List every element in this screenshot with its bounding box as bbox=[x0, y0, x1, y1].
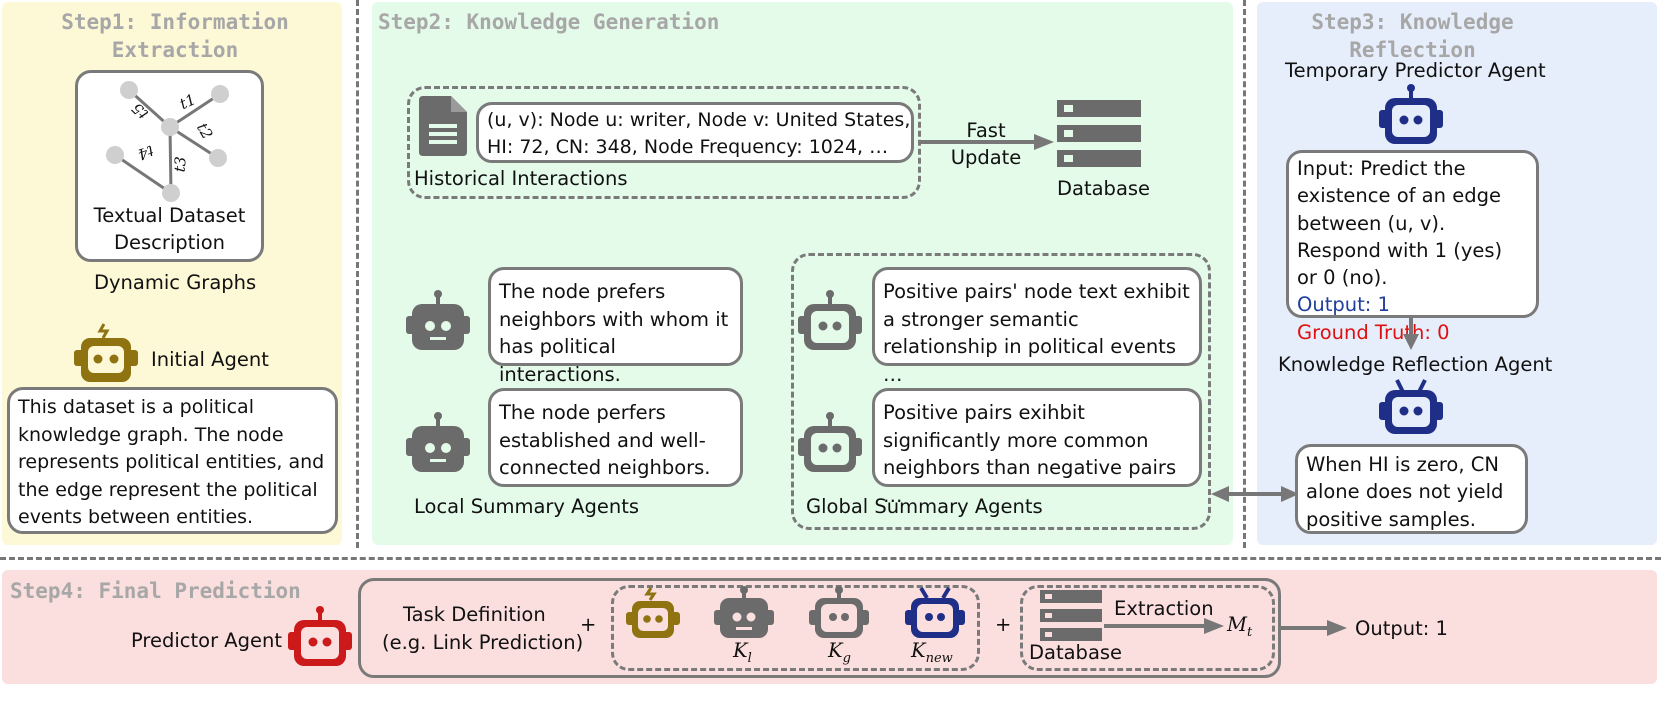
extraction-arrow bbox=[1104, 618, 1224, 634]
plus-sign-1: + bbox=[580, 613, 597, 636]
predictor-agent-robot-icon bbox=[288, 606, 352, 666]
knowledge-reflection-agent-label: Knowledge Reflection Agent bbox=[1278, 353, 1553, 376]
dataset-description-box: This dataset is a political knowledge gr… bbox=[7, 387, 338, 534]
k-local-label: Kl bbox=[733, 638, 752, 672]
separator-2-3 bbox=[1243, 0, 1246, 548]
k-local-symbol: K bbox=[733, 639, 748, 662]
extraction-label: Extraction bbox=[1114, 597, 1214, 620]
global-agent-robot-icon-1 bbox=[798, 290, 862, 350]
edge-label-t4: t4 bbox=[135, 141, 156, 163]
task-definition-line-2: (e.g. Link Prediction) bbox=[382, 631, 584, 654]
final-database-label: Database bbox=[1029, 641, 1123, 664]
database-label: Database bbox=[1057, 177, 1151, 200]
local-agent-robot-icon-1 bbox=[406, 290, 470, 350]
graph-caption: Textual Dataset Description bbox=[93, 204, 246, 254]
local-summary-box-2: The node perfers established and well-co… bbox=[488, 388, 743, 487]
step1-title: Step1: Information Extraction bbox=[61, 10, 289, 62]
initial-agent-label: Initial Agent bbox=[151, 348, 269, 371]
prediction-input-text: Input: Predict the existence of an edge … bbox=[1297, 157, 1503, 290]
database-extraction-group bbox=[1020, 585, 1275, 671]
k-new-label: Knew bbox=[911, 638, 953, 672]
edge-label-t1: t1 bbox=[177, 90, 199, 113]
m-t-label: Mt bbox=[1227, 612, 1252, 646]
historical-interactions-group bbox=[407, 86, 921, 199]
knowledge-global-robot-icon bbox=[809, 586, 869, 638]
bidirectional-arrow bbox=[1211, 486, 1299, 502]
final-database-icon bbox=[1040, 590, 1102, 641]
down-arrow bbox=[1403, 318, 1419, 350]
knowledge-group bbox=[611, 585, 980, 671]
output-arrow bbox=[1281, 620, 1347, 636]
prediction-output-text: Output: 1 bbox=[1297, 293, 1390, 317]
knowledge-local-robot-icon bbox=[714, 586, 774, 638]
global-summary-group bbox=[791, 253, 1211, 530]
knowledge-initial-robot-icon bbox=[626, 587, 680, 638]
dynamic-graphs-label: Dynamic Graphs bbox=[94, 271, 257, 294]
reflection-agent-robot-icon bbox=[1379, 379, 1443, 434]
temporary-predictor-robot-icon bbox=[1379, 84, 1443, 144]
final-prediction-input-box bbox=[358, 578, 1281, 678]
local-summary-agents-label: Local Summary Agents bbox=[414, 495, 640, 518]
global-summary-box-2: Positive pairs exihbit significantly mor… bbox=[872, 388, 1202, 507]
global-agent-robot-icon-2 bbox=[798, 412, 862, 472]
step4-title: Step4: Final Prediction bbox=[10, 579, 301, 603]
fast-update-label: Fast Update bbox=[950, 119, 1022, 169]
global-summary-agents-label: Global Summary Agents bbox=[806, 495, 1043, 518]
k-global-subscript: g bbox=[842, 650, 851, 666]
m-t-subscript: t bbox=[1246, 624, 1253, 640]
k-new-subscript: new bbox=[925, 650, 953, 666]
predictor-agent-label: Predictor Agent bbox=[131, 629, 283, 652]
document-icon bbox=[419, 96, 467, 156]
edge-label-t5: t5 bbox=[128, 99, 152, 123]
initial-agent-robot-icon bbox=[74, 323, 138, 382]
database-icon bbox=[1057, 100, 1141, 167]
reflection-output-box: When HI is zero, CN alone does not yield… bbox=[1295, 444, 1528, 534]
k-global-label: Kg bbox=[828, 638, 851, 672]
local-agent-robot-icon-2 bbox=[406, 412, 470, 472]
fast-update-arrow bbox=[920, 134, 1054, 150]
edge-label-t3: t3 bbox=[171, 156, 190, 173]
interaction-record-line-1: (u, v): Node u: writer, Node v: United S… bbox=[487, 109, 911, 131]
separator-top-bottom bbox=[0, 557, 1661, 560]
global-summary-box-1: Positive pairs' node text exhibit a stro… bbox=[872, 267, 1202, 386]
interaction-record-box: (u, v): Node u: writer, Node v: United S… bbox=[476, 102, 914, 163]
final-output-label: Output: 1 bbox=[1355, 617, 1448, 640]
separator-1-2 bbox=[356, 0, 359, 548]
k-new-symbol: K bbox=[911, 639, 926, 662]
k-local-subscript: l bbox=[747, 650, 752, 666]
historical-interactions-label: Historical Interactions bbox=[414, 167, 628, 190]
interaction-record-line-2: HI: 72, CN: 348, Node Frequency: 1024, … bbox=[487, 136, 889, 158]
edge-label-t2: t2 bbox=[193, 120, 216, 142]
local-summary-box-1: The node prefers neighbors with whom it … bbox=[488, 267, 743, 386]
step2-title: Step2: Knowledge Generation bbox=[378, 10, 720, 34]
task-definition-line-1: Task Definition bbox=[403, 603, 546, 626]
plus-sign-2: + bbox=[995, 613, 1012, 636]
prediction-io-box: Input: Predict the existence of an edge … bbox=[1286, 150, 1539, 344]
step3-title: Step3: Knowledge Reflection bbox=[1311, 10, 1514, 62]
graph-illustration: t1 t2 t3 t4 t5 bbox=[106, 81, 229, 202]
k-global-symbol: K bbox=[828, 639, 843, 662]
temporary-predictor-label: Temporary Predictor Agent bbox=[1285, 59, 1546, 82]
knowledge-new-robot-icon bbox=[905, 586, 965, 638]
m-t-symbol: M bbox=[1227, 613, 1247, 636]
